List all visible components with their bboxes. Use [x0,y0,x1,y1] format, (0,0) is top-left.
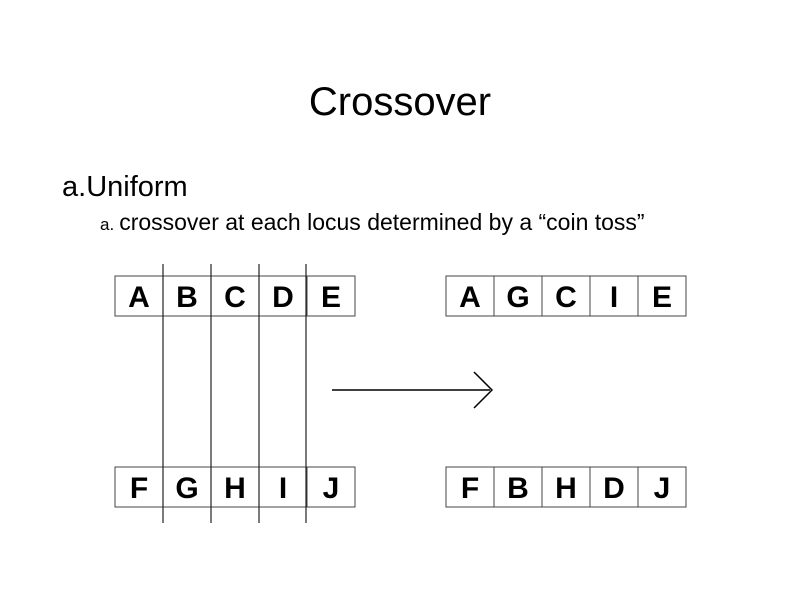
gene-cell [493,466,543,508]
gene-cell [114,275,164,317]
gene-label: I [279,472,287,505]
gene-label: F [130,472,148,505]
gene-cell [541,275,591,317]
gene-label: H [224,472,246,505]
sub-bullet-text: crossover at each locus determined by a … [119,209,645,235]
gene-cell [541,466,591,508]
gene-cell [637,275,687,317]
gene-label: A [128,281,150,314]
gene-label: E [652,281,672,314]
gene-cell [258,466,308,508]
gene-label: B [507,472,529,505]
gene-label: A [459,281,481,314]
sub-bullet-coin-toss: a.crossover at each locus determined by … [100,208,710,260]
gene-label: F [461,472,479,505]
gene-cell [445,275,495,317]
gene-cell [589,275,639,317]
right-arrow-icon [332,371,494,409]
crossover-divider-lines [162,264,307,523]
gene-label: C [224,281,246,314]
bullet-text: Uniform [86,171,188,203]
gene-label: J [323,472,340,505]
gene-cell [445,466,495,508]
gene-label: D [272,281,294,314]
gene-label: B [176,281,198,314]
gene-cell [637,466,687,508]
gene-cell [589,466,639,508]
sub-bullet-marker: a. [100,215,115,234]
gene-label: G [175,472,198,505]
gene-cell [210,275,260,317]
gene-label: C [555,281,577,314]
gene-label: G [506,281,529,314]
gene-label: D [603,472,625,505]
gene-cell [306,466,356,508]
bullet-marker: a. [62,171,87,203]
gene-cell [306,275,356,317]
gene-label: E [321,281,341,314]
gene-label: I [610,281,618,314]
gene-cell [162,466,212,508]
bullet-uniform: a.Uniform [62,170,188,204]
slide-title: Crossover [308,80,492,124]
gene-label: J [654,472,671,505]
gene-label: H [555,472,577,505]
